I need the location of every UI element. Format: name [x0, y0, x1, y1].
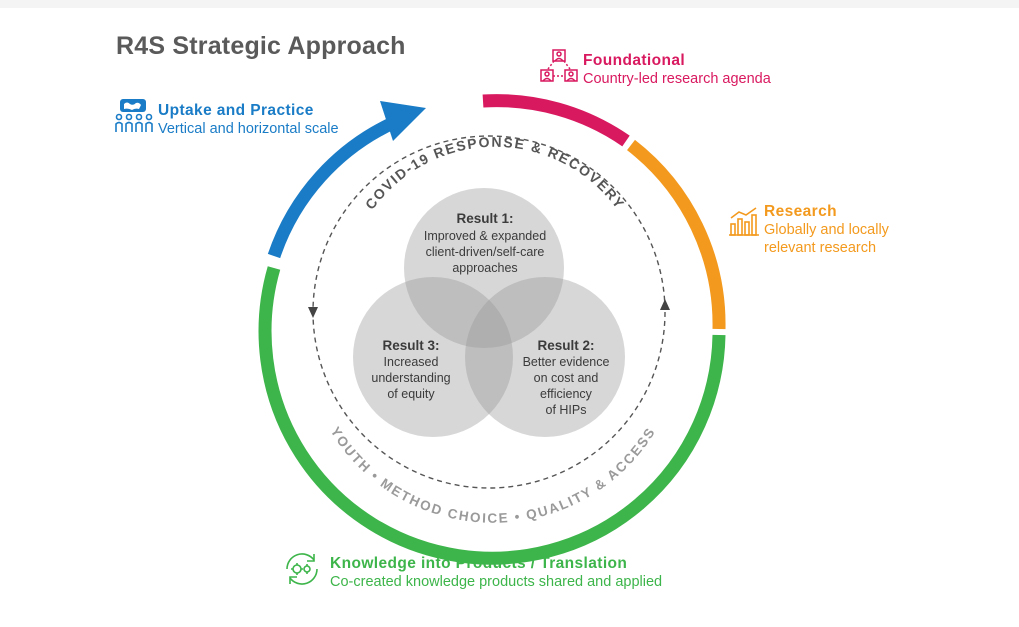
- result-3-line: Increased: [384, 355, 439, 369]
- result-1-title: Result 1:: [456, 211, 513, 226]
- result-2-title: Result 2:: [537, 338, 594, 353]
- knowledge-subtitle: Co-created knowledge products shared and…: [330, 574, 663, 590]
- uptake-heading: Uptake and Practice: [158, 102, 314, 119]
- result-1-line: approaches: [452, 261, 517, 275]
- svg-text:YOUTH • METHOD CHOICE • QUALIT: YOUTH • METHOD CHOICE • QUALITY & ACCESS: [328, 424, 659, 526]
- bar-chart-icon: [729, 207, 759, 236]
- result-2-text: Result 2: Better evidence on cost and ef…: [523, 338, 610, 417]
- knowledge-heading: Knowledge into Products / Translation: [330, 555, 628, 572]
- dashed-arrow-left: [308, 307, 318, 318]
- research-heading: Research: [764, 203, 837, 220]
- result-2-line: on cost and: [534, 371, 599, 385]
- venn-circle-result-2: [465, 277, 625, 437]
- outer-ring-magenta: [482, 94, 630, 147]
- research-label: Research Globally and locally relevant r…: [764, 203, 889, 257]
- research-subtitle-line-2: relevant research: [764, 240, 877, 256]
- page-title: R4S Strategic Approach: [116, 32, 406, 60]
- research-subtitle-line-1: Globally and locally: [764, 222, 889, 238]
- top-bar: [0, 0, 1019, 8]
- network-people-icon: [540, 49, 578, 82]
- venn-circle-result-3: [353, 277, 513, 437]
- result-1-text: Result 1: Improved & expanded client-dri…: [424, 211, 546, 275]
- result-3-line: understanding: [371, 371, 450, 385]
- result-2-line: of HIPs: [546, 403, 587, 417]
- result-3-text: Result 3: Increased understanding of equ…: [371, 338, 450, 401]
- result-1-line: client-driven/self-care: [426, 245, 545, 259]
- uptake-label: Uptake and Practice Vertical and horizon…: [158, 102, 339, 138]
- venn-circle-result-1: [404, 188, 564, 348]
- foundational-subtitle: Country-led research agenda: [583, 71, 771, 87]
- outer-ring-green: [258, 266, 726, 565]
- result-3-title: Result 3:: [382, 338, 439, 353]
- uptake-arrowhead: [380, 101, 426, 141]
- dashed-arrow-right: [660, 299, 670, 310]
- people-map-icon: [115, 99, 153, 132]
- result-1-line: Improved & expanded: [424, 229, 546, 243]
- foundational-label: Foundational Country-led research agenda: [583, 52, 771, 88]
- outer-ring-orange: [627, 139, 726, 330]
- uptake-subtitle: Vertical and horizontal scale: [158, 121, 339, 137]
- result-2-line: efficiency: [540, 387, 593, 401]
- arc-label-priorities: YOUTH • METHOD CHOICE • QUALITY & ACCESS: [328, 424, 657, 526]
- result-3-line: of equity: [387, 387, 435, 401]
- cycle-gears-icon: [286, 553, 318, 585]
- foundational-heading: Foundational: [583, 52, 686, 69]
- outer-ring-blue: [267, 116, 398, 259]
- result-2-line: Better evidence: [523, 355, 610, 369]
- knowledge-label: Knowledge into Products / Translation Co…: [330, 555, 662, 591]
